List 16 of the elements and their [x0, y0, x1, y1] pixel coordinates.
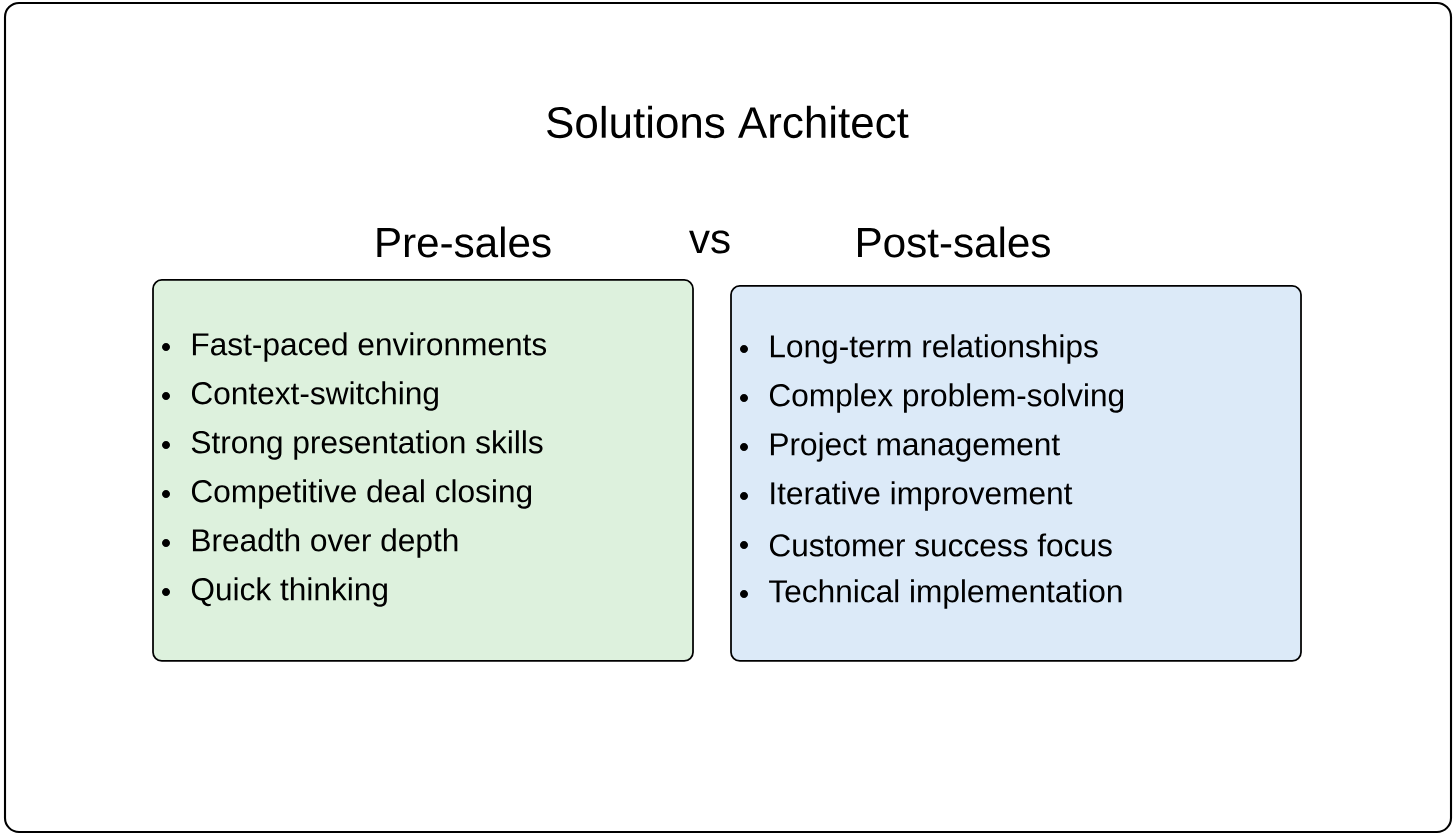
list-item: Project management [770, 432, 1060, 462]
column-heading: Pre-sales [377, 226, 551, 258]
column-heading: Post-sales [858, 226, 1050, 258]
list-item: Long-term relationships [770, 334, 1098, 364]
list-item: Strong presentation skills [191, 430, 543, 460]
list-item: Breadth over depth [192, 528, 458, 558]
list-item: Iterative improvement [771, 481, 1073, 511]
comparison-label: vs [689, 230, 730, 254]
list-item: Competitive deal closing [191, 479, 532, 509]
title: Solutions Architect [547, 105, 909, 139]
list-item: Complex problem-solving [769, 383, 1124, 413]
list-item: Fast-paced environments [192, 332, 547, 362]
list-item: Technical implementation [769, 579, 1122, 609]
list-item: Customer success focus [769, 533, 1112, 557]
list-item: Context-switching [191, 381, 438, 411]
list-item: Quick thinking [191, 577, 387, 607]
